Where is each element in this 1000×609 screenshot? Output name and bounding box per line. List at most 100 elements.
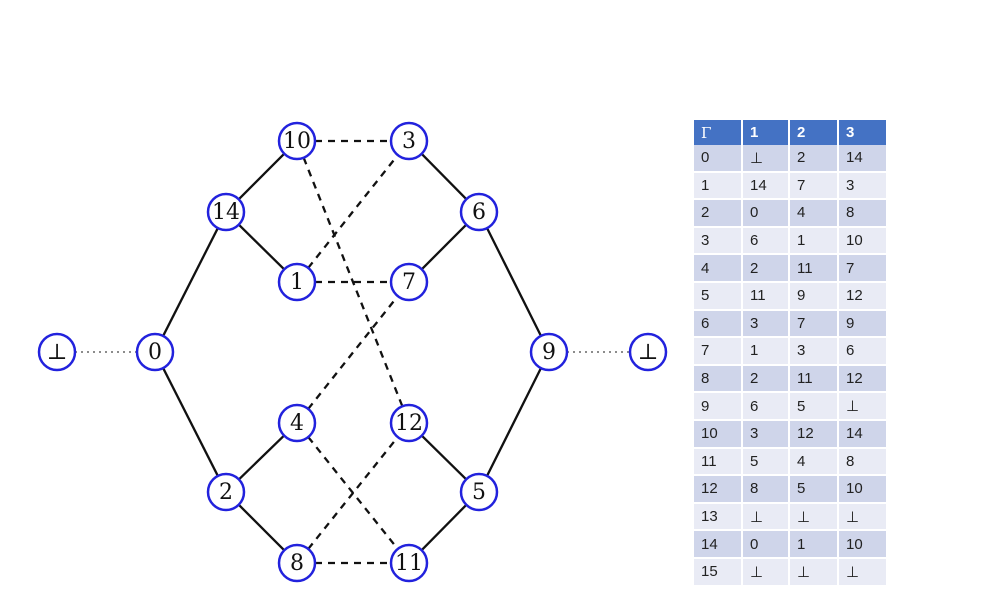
table-header-2: 2 <box>790 120 837 145</box>
node-circle <box>529 332 569 372</box>
node-circle <box>277 403 317 443</box>
table-cell: 2 <box>743 255 788 283</box>
table-cell: 3 <box>839 172 886 201</box>
table-cell: 2 <box>694 200 741 228</box>
edge-solid-n7-n6 <box>420 223 468 271</box>
node-br: ⊥ <box>628 332 668 372</box>
edge-solid-n3-n6 <box>420 153 468 200</box>
table-cell: 4 <box>694 255 741 283</box>
table-header-1: 1 <box>743 120 788 145</box>
node-n3: 3 <box>389 121 429 161</box>
table-cell: 12 <box>694 476 741 504</box>
table-cell: 0 <box>743 531 788 559</box>
table-cell: 11 <box>694 448 741 477</box>
table-cell: 9 <box>790 282 837 311</box>
table-cell: 12 <box>790 420 837 449</box>
table-cell: 1 <box>694 172 741 201</box>
table-header-row: Γ 1 2 3 <box>694 120 886 145</box>
node-n10: 10 <box>277 121 317 161</box>
table-header-gamma: Γ <box>694 120 741 145</box>
table-cell: ⊥ <box>790 558 837 587</box>
table-cell: 14 <box>694 531 741 559</box>
node-circle <box>389 262 429 302</box>
node-label: 2 <box>219 480 233 505</box>
table-cell: ⊥ <box>839 393 886 421</box>
table-cell: 10 <box>694 420 741 449</box>
node-label: ⊥ <box>47 340 68 365</box>
node-circle <box>277 543 317 583</box>
table-cell: 5 <box>743 448 788 477</box>
node-label: 3 <box>402 129 416 154</box>
table-cell: 1 <box>743 338 788 366</box>
table-cell: 1 <box>790 531 837 559</box>
table-cell: 10 <box>839 531 886 559</box>
table-cell: ⊥ <box>743 503 788 532</box>
node-circle <box>389 403 429 443</box>
table-cell: 8 <box>743 476 788 504</box>
table-cell: 4 <box>790 200 837 228</box>
table-header-3: 3 <box>839 120 886 145</box>
edge-solid-n12-n5 <box>421 434 467 481</box>
edge-solid-n2-n8 <box>237 503 286 552</box>
table-cell: 3 <box>694 227 741 256</box>
table-cell: 12 <box>839 282 886 311</box>
table-cell: 11 <box>790 255 837 283</box>
node-circle <box>206 192 246 232</box>
table-cell: 12 <box>839 365 886 394</box>
table-cell: 0 <box>694 145 741 173</box>
node-circle <box>206 472 246 512</box>
node-label: 4 <box>290 411 304 436</box>
node-n9: 9 <box>529 332 569 372</box>
node-circle <box>277 262 317 302</box>
table-cell: 6 <box>839 338 886 366</box>
table-cell: 9 <box>694 393 741 421</box>
node-label: 0 <box>148 340 162 365</box>
table-cell: 3 <box>743 310 788 339</box>
node-n5: 5 <box>459 472 499 512</box>
node-circle <box>135 332 175 372</box>
table-cell: 6 <box>694 310 741 339</box>
node-label: 6 <box>472 200 486 225</box>
table-cell: 14 <box>839 420 886 449</box>
table-row: 15⊥⊥⊥ <box>694 558 886 587</box>
node-circle <box>37 332 77 372</box>
node-label: 7 <box>402 270 416 295</box>
table-cell: ⊥ <box>790 503 837 532</box>
table-cell: 11 <box>790 365 837 394</box>
table-cell: 13 <box>694 503 741 532</box>
table-cell: 7 <box>790 310 837 339</box>
table-cell: 11 <box>743 282 788 311</box>
table-cell: 4 <box>790 448 837 477</box>
table-cell: 9 <box>839 310 886 339</box>
node-circle <box>277 121 317 161</box>
node-n11: 11 <box>389 543 429 583</box>
node-bl: ⊥ <box>37 332 77 372</box>
edge-solid-n5-n9 <box>486 367 542 477</box>
node-n1: 1 <box>277 262 317 302</box>
table-cell: 14 <box>839 145 886 173</box>
table-cell: 2 <box>790 145 837 173</box>
table-cell: 6 <box>743 393 788 421</box>
node-n14: 14 <box>206 192 246 232</box>
table-cell: 8 <box>694 365 741 394</box>
edge-solid-n11-n5 <box>420 504 468 551</box>
node-circle <box>389 543 429 583</box>
table-cell: 14 <box>743 172 788 201</box>
edge-dashed-n8-n12 <box>307 436 399 550</box>
table-cell: 3 <box>743 420 788 449</box>
table-cell: ⊥ <box>839 503 886 532</box>
